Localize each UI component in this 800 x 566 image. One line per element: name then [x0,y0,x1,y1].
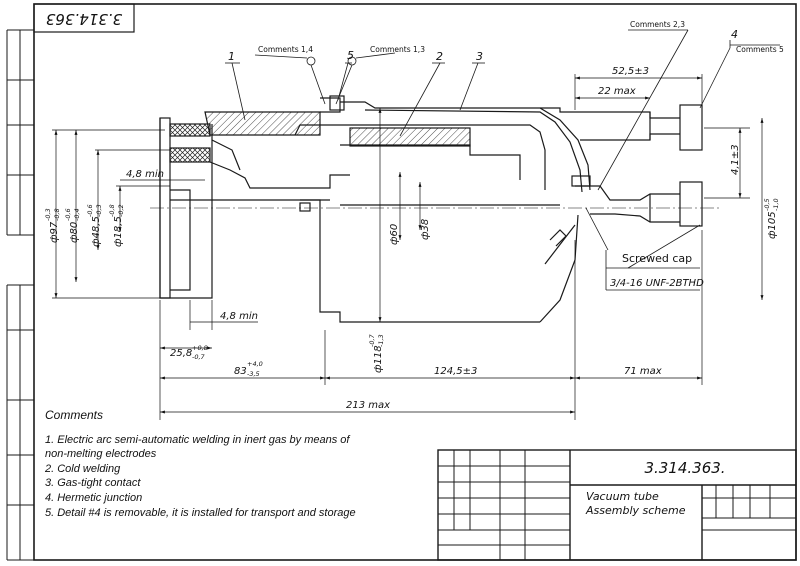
dimension-lines [52,74,764,420]
dim-phi18-5-tol-dn: -0,2 [117,204,125,217]
part-number-5: 5 [347,49,354,62]
sheet-frame [6,3,797,561]
dim-25-8-tol-dn: -0,7 [192,353,206,361]
comments-title: Comments [45,408,104,422]
dim-52-5: 52,5±3 [612,66,649,77]
dim-83: 83 [234,366,247,377]
dim-phi18-5-group: ф18,5 -0,8 -0,2 [108,204,125,247]
dim-phi118: ф118 [373,345,384,373]
dim-4-8-min-bottom: 4,8 min [220,311,258,322]
comment-line: 2. Cold welding [45,462,121,475]
screwed-cap-label: Screwed cap [622,252,692,265]
dim-25-8: 25,8 [170,348,192,359]
dim-phi80-tol-dn: -0,4 [73,208,81,221]
part-number-2: 2 [436,50,443,63]
title-block [437,449,797,561]
dim-phi48-5: ф48,5 [91,216,102,247]
dim-124-5: 124,5±3 [434,366,477,377]
dim-phi80-tol-up: -0,6 [64,208,72,221]
dim-phi18-5-tol-up: -0,8 [108,204,116,217]
dim-25-8-tol-up: +0,8 [192,344,208,352]
dim-phi97-group: ф97 -0,3 -0,8 [44,208,61,243]
dim-phi118-tol-up: -0,7 [368,333,376,347]
callout-comments-1-3: Comments 1,3 [370,45,425,54]
dim-83-tol-dn: -3,5 [247,370,260,378]
thread-label: 3/4-16 UNF-2BTHD [610,278,704,289]
comment-line: 4. Hermetic junction [45,491,143,504]
dim-83-tol-up: +4,0 [247,360,263,368]
dim-phi97-tol-dn: -0,8 [53,208,61,221]
comment-line: non-melting electrodes [45,448,157,461]
dim-4-8-min-top: 4,8 min [126,169,164,180]
dim-phi97-tol-up: -0,3 [44,208,52,221]
dim-71-max: 71 max [624,366,662,377]
dim-phi105-group: ф105 -0,5 -1,0 [763,198,780,239]
dim-phi48-5-group: ф48,5 -0,6 -0,3 [86,204,103,247]
comments-block: Comments 1. Electric arc semi-automatic … [45,408,425,520]
title-line-1: Vacuum tube [586,490,659,503]
dim-213-max: 213 max [346,400,390,411]
comment-line: 5. Detail #4 is removable, it is install… [45,506,356,519]
dim-phi105-tol-up: -0,5 [763,198,771,211]
dim-4-1: 4,1±3 [730,144,741,175]
comment-line: 3. Gas-tight contact [45,477,141,490]
dim-phi48-5-tol-up: -0,6 [86,204,94,217]
callout-comments-5: Comments 5 [736,45,784,54]
dim-phi105-tol-dn: -1,0 [772,198,780,211]
dim-phi18-5: ф18,5 [113,216,124,247]
part-number-4: 4 [731,28,738,41]
dim-phi118-group: ф118 -0,7 -1,3 [368,333,385,373]
callout-comments-1-4: Comments 1,4 [258,45,313,54]
title-line-2: Assembly scheme [585,504,686,517]
stamp-top: 3.314.363 [46,10,122,28]
part-number-1: 1 [228,50,235,63]
part-number-3: 3 [476,50,483,63]
comment-line: 1. Electric arc semi-automatic welding i… [45,433,350,446]
drawing-number: 3.314.363. [644,459,725,477]
dim-phi60: ф60 [389,224,400,245]
dim-phi38: ф38 [420,219,431,240]
callout-leaders [225,29,780,291]
dim-phi118-tol-dn: -1,3 [377,334,385,347]
dim-phi105: ф105 [767,211,778,239]
dim-phi97: ф97 [49,221,60,243]
dim-22-max: 22 max [598,86,636,97]
vacuum-tube-body [159,95,703,323]
dim-phi80: ф80 [69,222,80,243]
dim-phi48-5-tol-dn: -0,3 [95,204,103,217]
callout-comments-2-3: Comments 2,3 [630,20,685,29]
dim-phi80-group: ф80 -0,6 -0,4 [64,208,81,243]
